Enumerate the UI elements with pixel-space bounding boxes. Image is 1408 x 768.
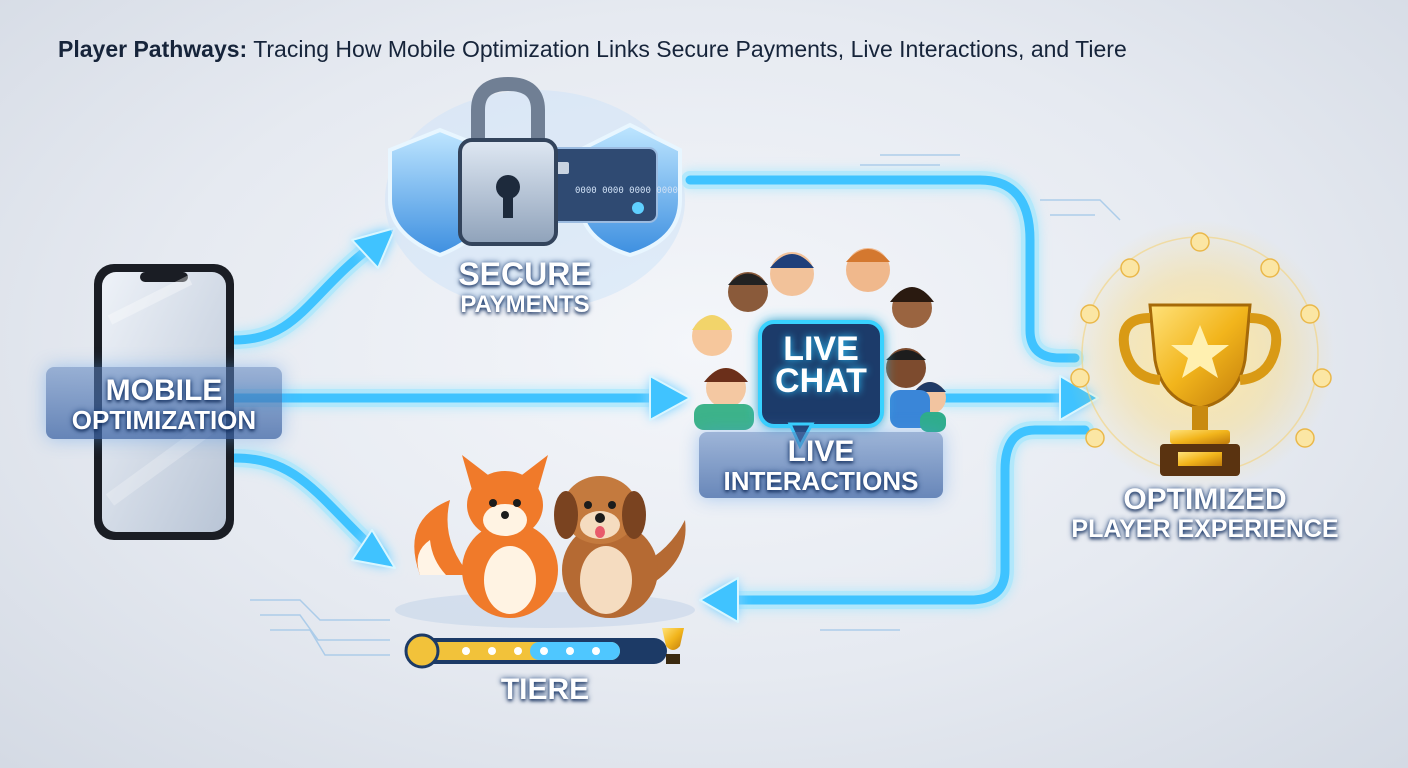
secure-line1: SECURE bbox=[458, 256, 592, 292]
live-label-panel bbox=[699, 432, 943, 498]
title-bold: Player Pathways: bbox=[58, 36, 248, 62]
dog-figure bbox=[554, 476, 686, 618]
circuit-lines bbox=[250, 154, 1121, 656]
secure-payments-label: SECURE PAYMENTS bbox=[400, 256, 650, 318]
tiere-line1: TIERE bbox=[500, 673, 590, 706]
title-rest: Tracing How Mobile Optimization Links Se… bbox=[247, 36, 1127, 62]
arrowhead-live bbox=[649, 375, 691, 421]
secure-line2: PAYMENTS bbox=[460, 290, 590, 318]
optimized-line1: OPTIMIZED bbox=[1123, 483, 1287, 516]
mobile-label-panel bbox=[46, 367, 282, 439]
tiere-label: TIERE bbox=[440, 674, 650, 706]
mobile-line1: MOBILE bbox=[105, 374, 223, 407]
fox-figure bbox=[414, 455, 558, 618]
trophy-illustration bbox=[1065, 220, 1335, 490]
live-interactions-illustration bbox=[692, 248, 946, 450]
live-chat-line2: CHAT bbox=[775, 362, 867, 401]
user-avatars bbox=[692, 248, 946, 432]
card-number: 0000 0000 0000 0000 bbox=[575, 186, 678, 196]
mobile-optimization-label: MOBILE OPTIMIZATION bbox=[46, 375, 282, 434]
live-chat-bubble-text: LIVE CHAT bbox=[760, 330, 882, 401]
live-interactions-label: LIVE INTERACTIONS bbox=[699, 436, 943, 495]
live-line2: INTERACTIONS bbox=[723, 465, 919, 496]
arrowhead-tiere bbox=[351, 529, 396, 569]
tiere-illustration bbox=[395, 455, 695, 669]
live-line1: LIVE bbox=[787, 435, 855, 468]
mobile-line2: OPTIMIZATION bbox=[71, 404, 257, 435]
arrowhead-secure bbox=[351, 227, 396, 269]
optimized-line2: PLAYER EXPERIENCE bbox=[1071, 514, 1339, 543]
secure-payments-illustration: 0000 0000 0000 0000 bbox=[385, 76, 685, 310]
page-title: Player Pathways: Tracing How Mobile Opti… bbox=[58, 36, 1127, 63]
optimized-player-experience-label: OPTIMIZED PLAYER EXPERIENCE bbox=[1040, 484, 1370, 542]
arrowhead-return bbox=[699, 577, 739, 623]
tier-progress-bar bbox=[404, 628, 684, 669]
live-chat-line1: LIVE bbox=[783, 330, 859, 368]
